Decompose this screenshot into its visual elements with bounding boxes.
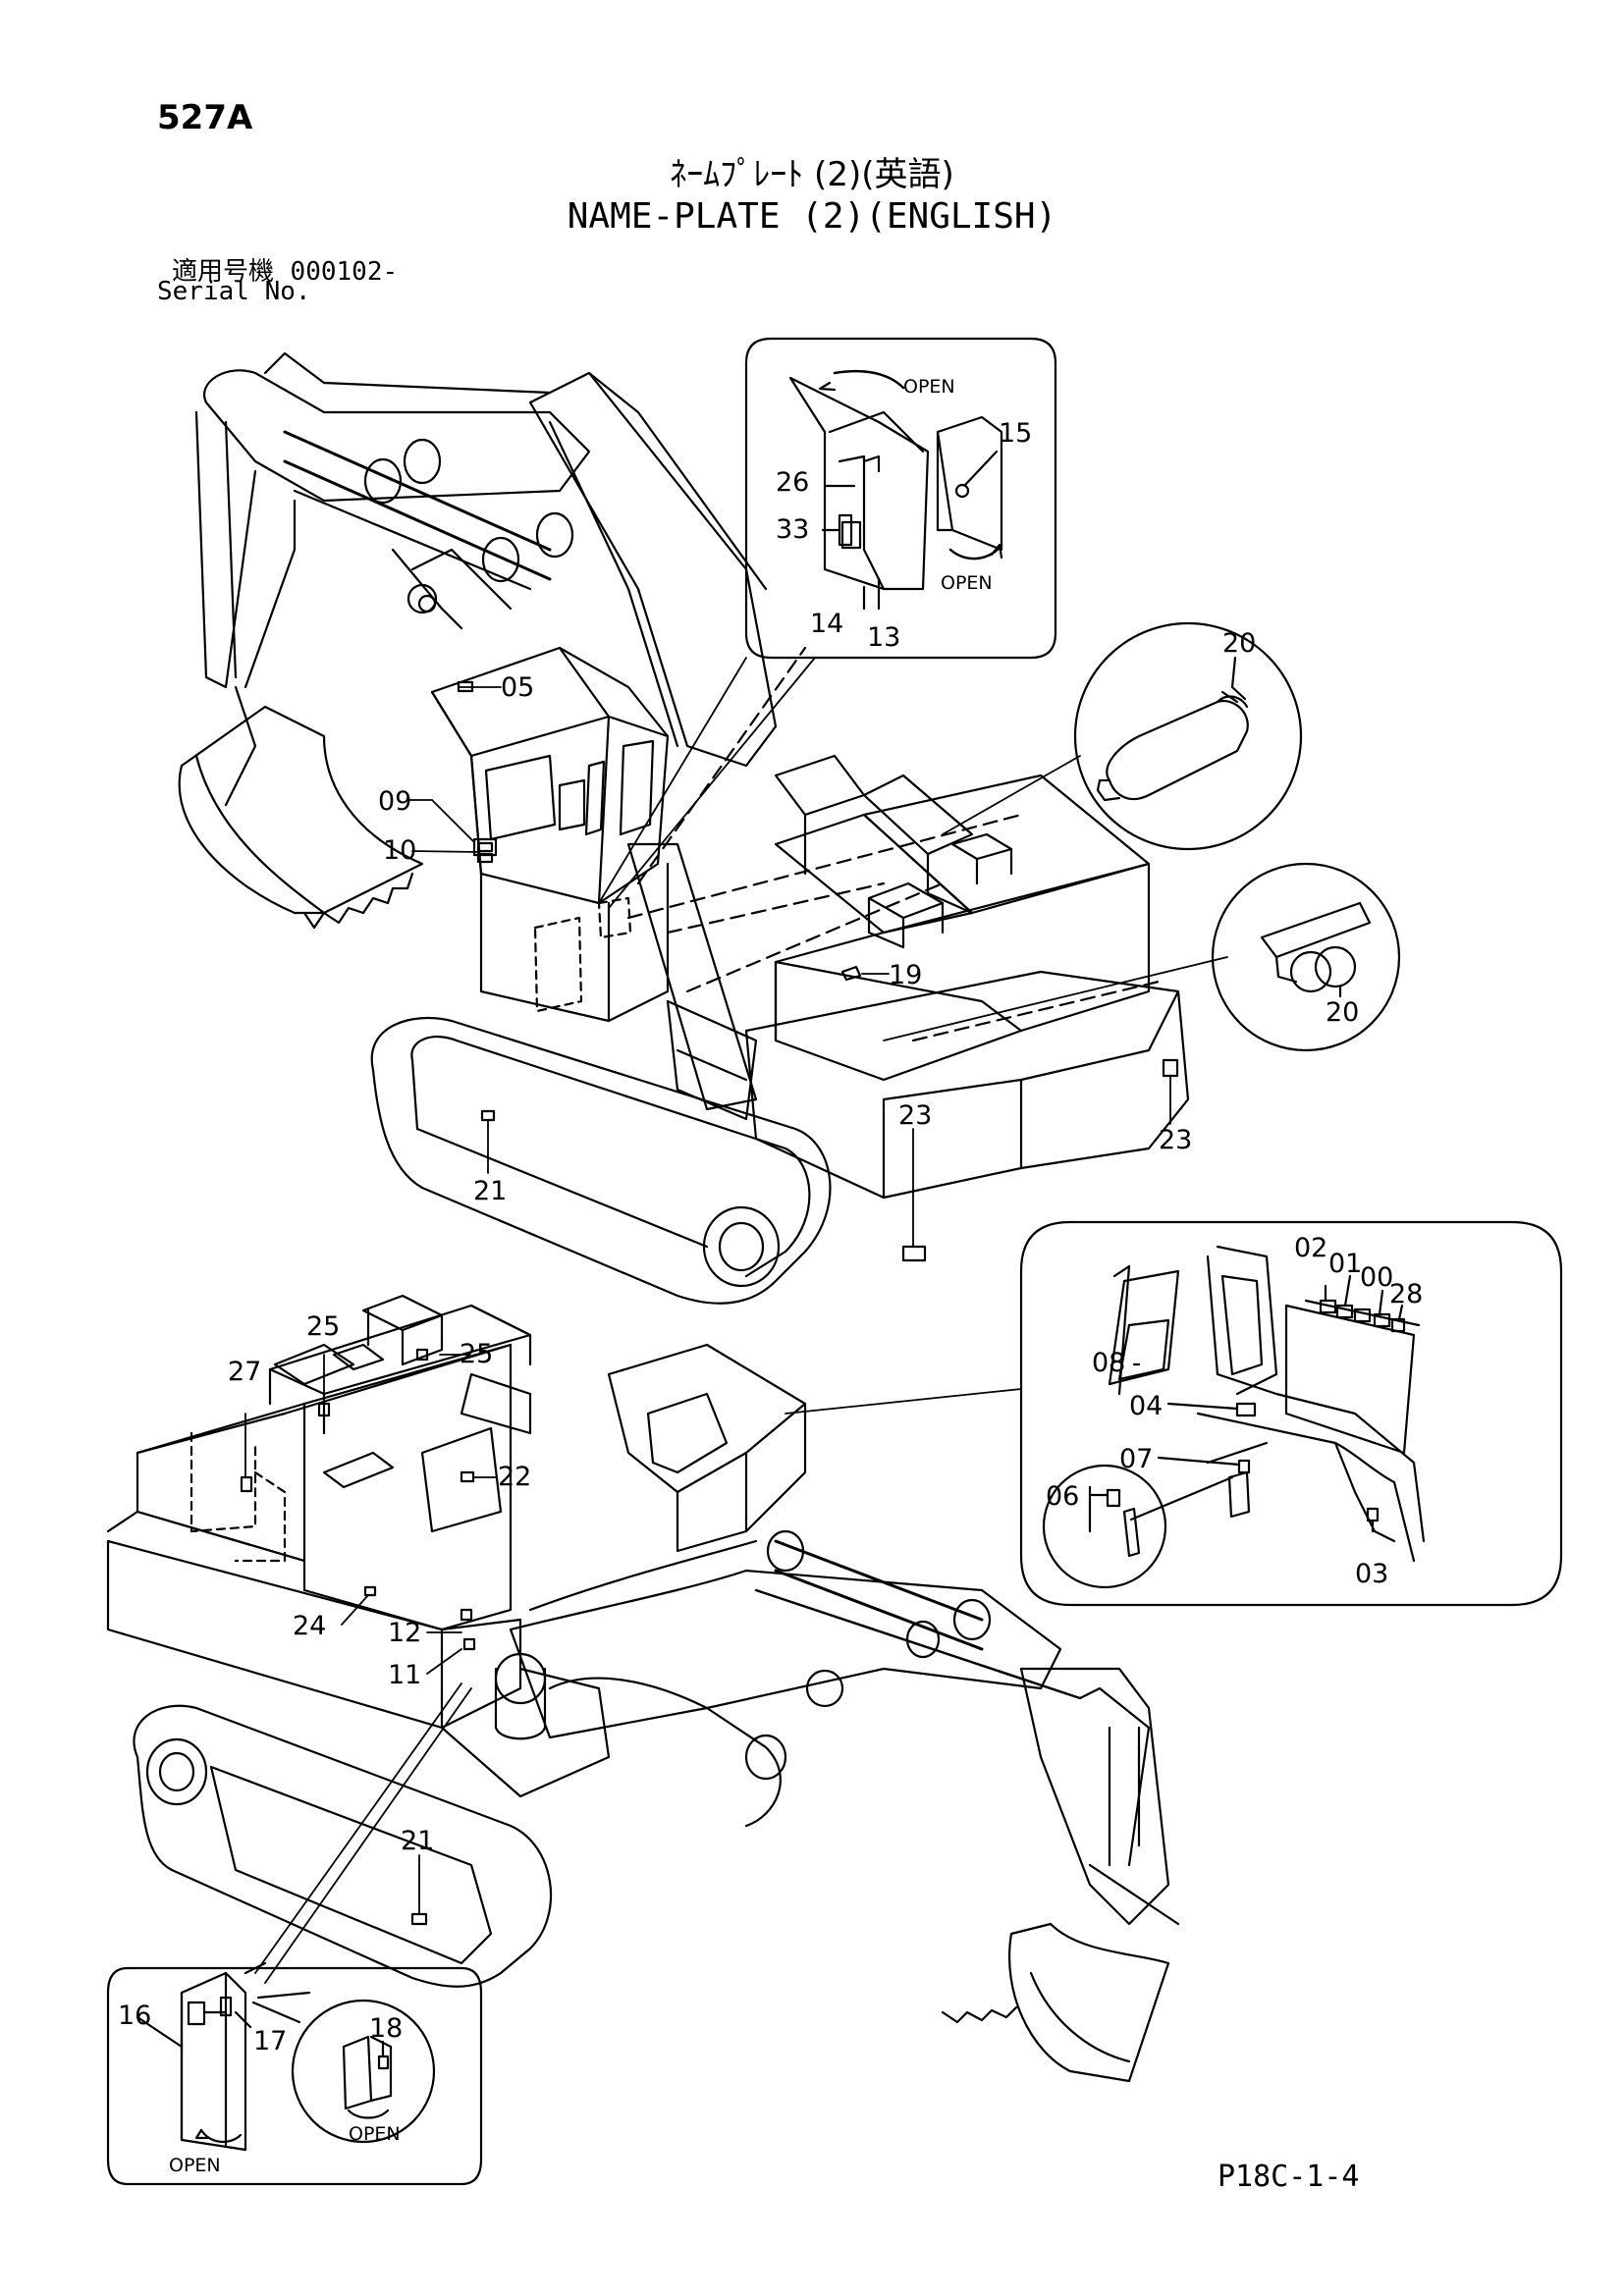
callout-08: 08: [1092, 1348, 1125, 1378]
detail-circle-lights: [1211, 862, 1401, 1052]
callout-20-lamp: 20: [1222, 628, 1256, 659]
callout-21: 21: [473, 1176, 507, 1206]
detail-circle-cab-interior: [1019, 1220, 1563, 1607]
upper-excavator-drawing: [178, 351, 1190, 1305]
open-label-top: OPEN: [903, 376, 955, 398]
page-reference: P18C-1-4: [1218, 2160, 1360, 2194]
callout-26: 26: [776, 467, 809, 498]
callout-23b: 23: [1159, 1125, 1192, 1155]
page-title-japanese: ﾈｰﾑﾌﾟﾚｰﾄ (2)(英語): [670, 155, 954, 194]
serial-label-japanese: 適用号機 000102-: [172, 251, 398, 288]
callout-05: 05: [501, 672, 534, 703]
open-label-engine-detail: OPEN: [349, 2123, 401, 2145]
callout-00: 00: [1360, 1262, 1393, 1293]
callout-22: 22: [498, 1462, 531, 1492]
serial-number-value: 000102-: [290, 257, 399, 287]
callout-07: 07: [1119, 1444, 1153, 1474]
detail-circle-lamp: [1073, 621, 1303, 851]
callout-21-lower: 21: [401, 1826, 434, 1856]
open-label-middle: OPEN: [941, 572, 993, 594]
callout-33: 33: [776, 514, 809, 545]
upper-leader-lines: [406, 657, 1228, 1248]
callout-17: 17: [253, 2026, 287, 2056]
lower-leader-lines: [244, 1354, 1022, 1984]
callout-06: 06: [1046, 1481, 1079, 1512]
serial-label-jp-text: 適用号機: [172, 257, 275, 287]
page-code: 527A: [157, 98, 253, 137]
callout-16: 16: [118, 2001, 151, 2031]
callout-20-lights: 20: [1326, 997, 1359, 1028]
callout-12: 12: [388, 1618, 421, 1648]
callout-labels: 05 09 10 19 23 23 21 26 33 14 13 15 OPEN…: [118, 376, 1423, 2176]
upper-plate-markers: [457, 680, 1179, 1262]
callout-09: 09: [378, 786, 411, 817]
callout-18: 18: [369, 2013, 403, 2044]
callout-10: 10: [383, 835, 416, 866]
lower-excavator-drawing: [106, 1294, 1180, 2083]
callout-03: 03: [1355, 1559, 1388, 1589]
callout-11: 11: [388, 1660, 421, 1690]
callout-02: 02: [1294, 1233, 1327, 1263]
callout-01: 01: [1328, 1249, 1362, 1279]
open-label-engine-panel: OPEN: [169, 2155, 221, 2176]
callout-14: 14: [810, 609, 843, 639]
detail-circle-cab-panel: [744, 337, 1057, 660]
page-title-english: NAME-PLATE (2)(ENGLISH): [567, 196, 1057, 237]
callout-23: 23: [898, 1100, 932, 1131]
callout-28: 28: [1389, 1279, 1423, 1309]
callout-27: 27: [228, 1357, 261, 1387]
callout-15: 15: [999, 418, 1032, 449]
callout-04: 04: [1129, 1391, 1163, 1421]
callout-19: 19: [889, 960, 922, 990]
callout-13: 13: [867, 622, 900, 653]
callout-24: 24: [293, 1611, 326, 1641]
detail-box-engine-panel: [106, 1961, 483, 2186]
callout-25b: 25: [460, 1339, 493, 1369]
serial-label-english: Serial No.: [157, 277, 311, 306]
callout-25: 25: [306, 1311, 340, 1342]
lower-plate-markers: [240, 1348, 476, 1926]
